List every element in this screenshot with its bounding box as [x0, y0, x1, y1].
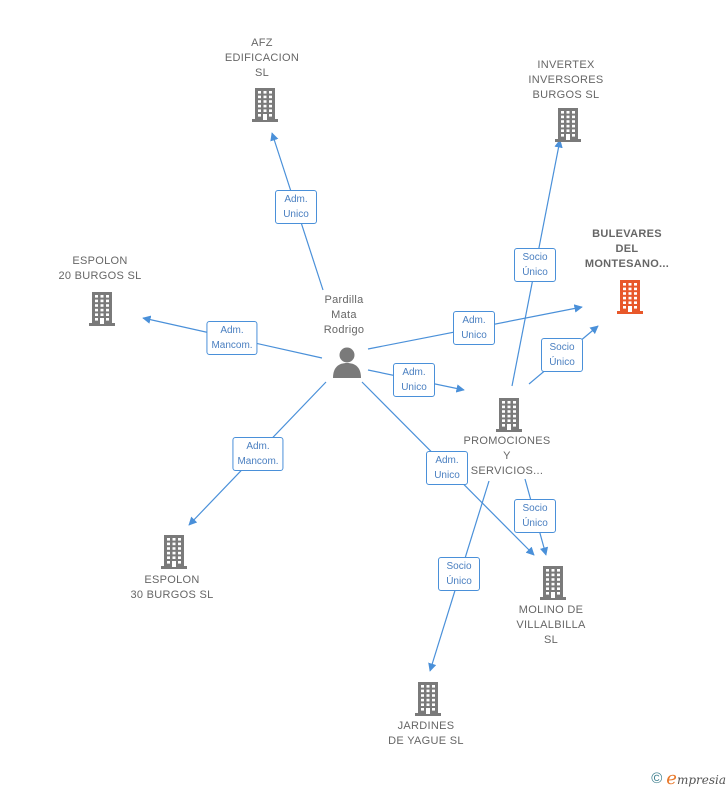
building-icon[interactable] — [86, 290, 118, 326]
company-label-jardines[interactable]: JARDINES DE YAGUE SL — [388, 720, 464, 747]
person-label[interactable]: Pardilla Mata Rodrigo — [323, 294, 365, 336]
building-icon[interactable] — [158, 533, 190, 569]
company-label-promociones[interactable]: PROMOCIONES Y SERVICIOS... — [463, 435, 551, 477]
edge-label-center-bulevares[interactable]: Adm. Unico — [453, 311, 495, 345]
building-icon[interactable] — [552, 106, 584, 142]
edge-label-center-espolon30[interactable]: Adm. Mancom. — [232, 437, 284, 471]
building-icon[interactable] — [249, 86, 281, 122]
building-icon[interactable] — [537, 564, 569, 600]
edge-label-center-afz[interactable]: Adm. Unico — [275, 190, 317, 224]
person-icon[interactable] — [332, 346, 362, 378]
edge-label-center-promociones[interactable]: Adm. Unico — [393, 363, 435, 397]
company-label-espolon20[interactable]: ESPOLON 20 BURGOS SL — [58, 255, 142, 282]
company-label-afz[interactable]: AFZ EDIFICACION SL — [224, 37, 300, 79]
company-label-invertex[interactable]: INVERTEX INVERSORES BURGOS SL — [528, 59, 604, 101]
edge-label-center-molino[interactable]: Adm. Unico — [426, 451, 468, 485]
building-icon[interactable] — [493, 396, 525, 432]
edge-label-promociones-jardines[interactable]: Socio Único — [438, 557, 480, 591]
edge-label-promociones-invertex[interactable]: Socio Único — [514, 248, 556, 282]
company-label-bulevares[interactable]: BULEVARES DEL MONTESANO... — [584, 228, 670, 270]
building-icon[interactable] — [412, 680, 444, 716]
copyright-icon: © — [651, 770, 663, 787]
edge-label-center-espolon20[interactable]: Adm. Mancom. — [206, 321, 258, 355]
company-label-molino[interactable]: MOLINO DE VILLALBILLA SL — [516, 604, 586, 646]
edge-label-promociones-molino[interactable]: Socio Único — [514, 499, 556, 533]
company-label-espolon30[interactable]: ESPOLON 30 BURGOS SL — [130, 574, 214, 601]
building-icon[interactable] — [614, 278, 646, 314]
brand-logo[interactable]: empresia — [666, 768, 726, 789]
edge-label-promociones-bulevares[interactable]: Socio Único — [541, 338, 583, 372]
footer-brand: © empresia — [651, 768, 726, 789]
